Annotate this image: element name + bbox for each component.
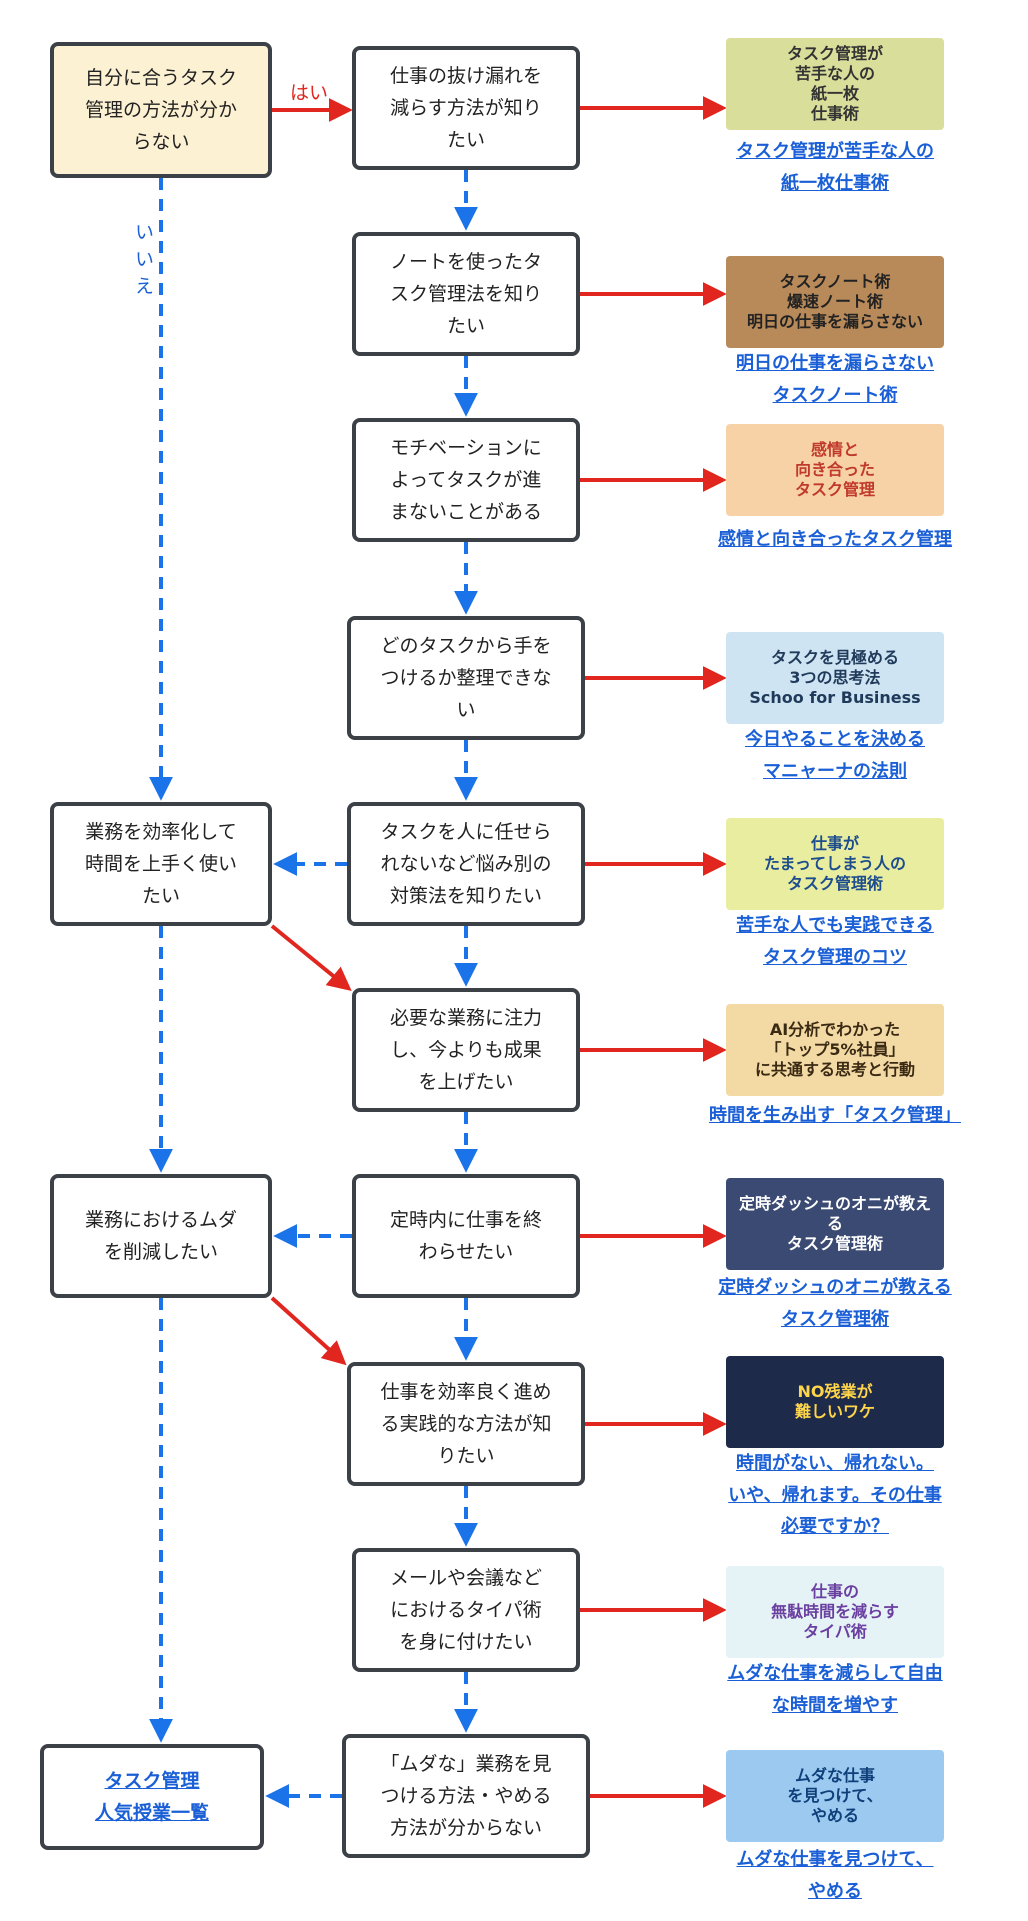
result-caption-link[interactable]: 苦手な人でも実践できる タスク管理のコツ [685,910,985,973]
left-node-efficiency: 業務を効率化して 時間を上手く使い たい [50,802,272,926]
result-caption-link[interactable]: ムダな仕事を減らして自由 な時間を増やす [685,1658,985,1721]
result-caption-link[interactable]: 明日の仕事を漏らさない タスクノート術 [685,348,985,411]
result-thumbnail[interactable]: NO残業が 難しいワケ [726,1356,944,1448]
thumbnail-title: 仕事が たまってしまう人の タスク管理術 [763,834,907,893]
result-thumbnail[interactable]: AI分析でわかった 「トップ5%社員」 に共通する思考と行動 [726,1004,944,1096]
popular-classes-link[interactable]: タスク管理 人気授業一覧 [94,1769,209,1824]
result-link[interactable]: ムダな仕事を見つけて、 やめる [736,1849,934,1902]
result-link[interactable]: 定時ダッシュのオニが教える タスク管理術 [718,1277,952,1330]
result-caption-link[interactable]: 感情と向き合ったタスク管理 [685,524,985,556]
result-thumbnail[interactable]: 仕事が たまってしまう人の タスク管理術 [726,818,944,910]
result-link[interactable]: 時間がない、帰れない。 いや、帰れます。その仕事 必要ですか？ [728,1453,942,1537]
result-thumbnail[interactable]: タスクを見極める 3つの思考法 Schoo for Business [726,632,944,724]
thumbnail-title: ムダな仕事 を見つけて、 やめる [787,1766,883,1825]
result-link[interactable]: 感情と向き合ったタスク管理 [718,529,952,550]
result-caption-link[interactable]: 時間がない、帰れない。 いや、帰れます。その仕事 必要ですか？ [685,1448,985,1543]
thumbnail-title: 仕事の 無駄時間を減らす タイパ術 [771,1582,899,1641]
yes-arrow [270,1296,347,1366]
thumbnail-title: NO残業が 難しいワケ [794,1382,875,1421]
result-thumbnail[interactable]: ムダな仕事 を見つけて、 やめる [726,1750,944,1842]
thumbnail-title: タスク管理が 苦手な人の 紙一枚 仕事術 [786,44,883,123]
question-node: ノートを使ったタ スク管理法を知り たい [352,232,580,356]
question-node: メールや会議など におけるタイパ術 を身に付けたい [352,1548,580,1672]
result-link[interactable]: 明日の仕事を漏らさない タスクノート術 [736,353,934,406]
left-node-waste: 業務におけるムダ を削減したい [50,1174,272,1298]
question-node: タスクを人に任せら れないなど悩み別の 対策法を知りたい [347,802,585,926]
yes-arrow [270,924,352,992]
result-thumbnail[interactable]: タスク管理が 苦手な人の 紙一枚 仕事術 [726,38,944,130]
result-thumbnail[interactable]: 定時ダッシュのオニが教える タスク管理術 [726,1178,944,1270]
result-link[interactable]: ムダな仕事を減らして自由 な時間を増やす [727,1663,943,1716]
result-link[interactable]: 今日やることを決める マニャーナの法則 [745,729,925,782]
result-thumbnail[interactable]: タスクノート術 爆速ノート術 明日の仕事を漏らさない [726,256,944,348]
question-node: 定時内に仕事を終 わらせたい [352,1174,580,1298]
question-node: どのタスクから手を つけるか整理できな い [347,616,585,740]
no-label: いいえ [132,222,154,303]
thumbnail-title: タスクノート術 爆速ノート術 明日の仕事を漏らさない [746,272,923,331]
thumbnail-title: 感情と 向き合った タスク管理 [794,440,875,499]
popular-classes-link-box[interactable]: タスク管理 人気授業一覧 [40,1744,264,1850]
question-node: 必要な業務に注力 し、今よりも成果 を上げたい [352,988,580,1112]
start-node: 自分に合うタスク 管理の方法が分か らない [50,42,272,178]
result-caption-link[interactable]: 時間を生み出す「タスク管理」 [685,1100,985,1132]
result-thumbnail[interactable]: 感情と 向き合った タスク管理 [726,424,944,516]
result-link[interactable]: タスク管理が苦手な人の 紙一枚仕事術 [736,141,934,194]
result-caption-link[interactable]: 定時ダッシュのオニが教える タスク管理術 [685,1272,985,1335]
question-node: 「ムダな」業務を見 つける方法・やめる 方法が分からない [342,1734,590,1858]
result-link[interactable]: 苦手な人でも実践できる タスク管理のコツ [736,915,934,968]
thumbnail-title: AI分析でわかった 「トップ5%社員」 に共通する思考と行動 [754,1020,915,1079]
result-thumbnail[interactable]: 仕事の 無駄時間を減らす タイパ術 [726,1566,944,1658]
thumbnail-title: タスクを見極める 3つの思考法 Schoo for Business [749,648,921,707]
result-caption-link[interactable]: ムダな仕事を見つけて、 やめる [685,1844,985,1907]
question-node: 仕事の抜け漏れを 減らす方法が知り たい [352,46,580,170]
yes-label: はい [290,82,329,104]
question-node: 仕事を効率良く進め る実践的な方法が知 りたい [347,1362,585,1486]
result-caption-link[interactable]: 今日やることを決める マニャーナの法則 [685,724,985,787]
result-caption-link[interactable]: タスク管理が苦手な人の 紙一枚仕事術 [685,136,985,199]
question-node: モチベーションに よってタスクが進 まないことがある [352,418,580,542]
result-link[interactable]: 時間を生み出す「タスク管理」 [709,1105,961,1126]
thumbnail-title: 定時ダッシュのオニが教える タスク管理術 [738,1194,931,1253]
